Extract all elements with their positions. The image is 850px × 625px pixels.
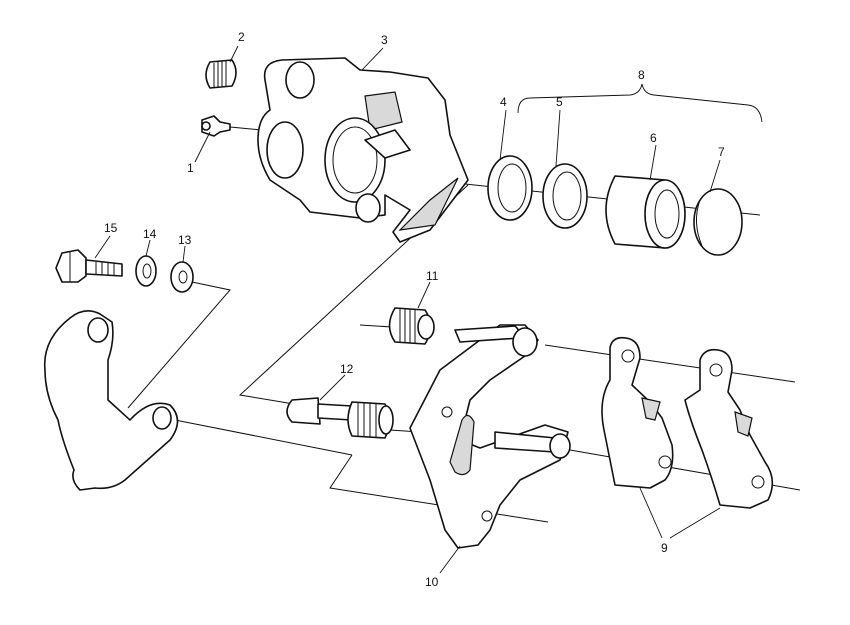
callout-9: 9 (661, 541, 668, 555)
callout-5: 5 (556, 95, 563, 109)
callout-4: 4 (500, 95, 507, 109)
part-2-plug (205, 59, 237, 89)
callout-12: 12 (340, 362, 354, 376)
callout-3: 3 (381, 33, 388, 47)
mounting-knuckle (43, 310, 179, 491)
part-5-seal (542, 163, 588, 229)
callout-7: 7 (718, 145, 725, 159)
callout-10: 10 (425, 575, 439, 589)
leader-lines (94, 45, 721, 574)
part-11-boot (388, 307, 435, 345)
part-12-pin (286, 397, 394, 439)
part-6-piston (605, 175, 686, 249)
callout-13: 13 (178, 233, 192, 247)
part-9-pad-inner (601, 336, 674, 489)
callout-11: 11 (426, 269, 439, 283)
bracket-8 (517, 83, 763, 123)
part-14-lock-washer (135, 255, 157, 287)
callout-14: 14 (143, 227, 157, 241)
callout-6: 6 (650, 131, 657, 145)
part-9-pad-outer (684, 348, 774, 509)
callout-8: 8 (638, 68, 645, 82)
part-3-caliper (257, 57, 469, 243)
part-13-washer (170, 261, 194, 293)
part-7-cap (693, 188, 743, 256)
callout-1: 1 (187, 161, 194, 175)
part-15-bolt (55, 249, 123, 283)
callout-labels: 1 2 3 4 5 6 7 8 9 10 11 12 13 14 15 (104, 30, 725, 589)
callout-15: 15 (104, 221, 118, 235)
part-4-seal (487, 155, 533, 221)
callout-2: 2 (238, 30, 245, 44)
part-1-bleeder (201, 115, 231, 137)
part-10-bracket (409, 324, 571, 549)
